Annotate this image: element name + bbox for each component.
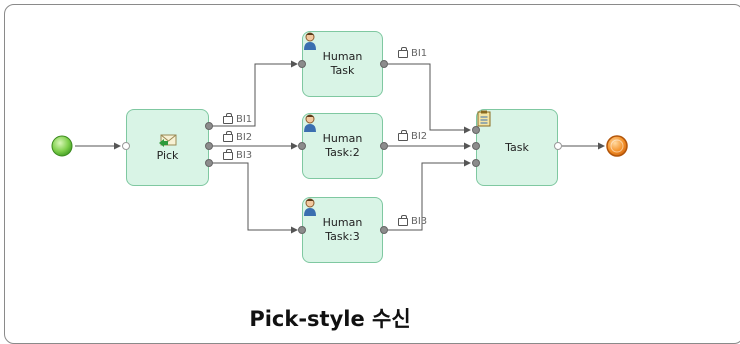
edge-label-text: BI2 xyxy=(236,132,253,143)
edge-label-ht3-bi3: BI3 xyxy=(398,214,428,227)
briefcase-icon xyxy=(398,46,408,58)
briefcase-icon xyxy=(223,130,233,142)
start-event[interactable] xyxy=(51,135,73,157)
diagram-caption: Pick-style 수신 xyxy=(249,307,411,331)
person-icon xyxy=(304,198,316,216)
clipboard-icon xyxy=(477,110,491,127)
edge-pick-ht1[interactable] xyxy=(212,60,298,127)
task-node-label: Task xyxy=(505,140,529,154)
end-event[interactable] xyxy=(606,135,628,157)
edge-ht1-task[interactable] xyxy=(386,63,471,134)
person-icon xyxy=(304,114,316,132)
human-task-2-out-port[interactable] xyxy=(380,142,388,150)
briefcase-icon xyxy=(398,214,408,226)
task-in-port-3[interactable] xyxy=(472,159,480,167)
task-in-port-2[interactable] xyxy=(472,142,480,150)
human-task-3-label: Human Task:3 xyxy=(322,216,363,243)
edge-label-text: BI1 xyxy=(411,48,428,59)
human-task-1-node[interactable]: Human Task xyxy=(302,31,383,97)
task-in-port-1[interactable] xyxy=(472,126,480,134)
human-task-2-node[interactable]: Human Task:2 xyxy=(302,113,383,179)
person-icon xyxy=(304,32,316,50)
human-task-1-in-port[interactable] xyxy=(298,60,306,68)
edge-label-text: BI2 xyxy=(411,131,428,142)
human-task-3-out-port[interactable] xyxy=(380,226,388,234)
edge-label-text: BI3 xyxy=(236,150,253,161)
briefcase-icon xyxy=(398,129,408,141)
edge-ht3-task[interactable] xyxy=(386,159,471,231)
pick-envelope-icon xyxy=(158,134,176,147)
edge-label-pick-bi1: BI1 xyxy=(223,112,253,125)
task-out-port[interactable] xyxy=(554,142,562,150)
pick-node-label: Pick xyxy=(156,148,179,162)
edge-label-ht1-bi1: BI1 xyxy=(398,46,428,59)
human-task-2-in-port[interactable] xyxy=(298,142,306,150)
pick-out-port-1[interactable] xyxy=(205,122,213,130)
edge-pick-ht3[interactable] xyxy=(212,162,298,234)
human-task-2-label: Human Task:2 xyxy=(322,132,363,159)
edge-label-ht2-bi2: BI2 xyxy=(398,129,428,142)
pick-out-port-2[interactable] xyxy=(205,142,213,150)
end-event-inner xyxy=(610,139,624,153)
pick-out-port-3[interactable] xyxy=(205,159,213,167)
pick-in-port[interactable] xyxy=(122,142,130,150)
pick-node[interactable]: Pick xyxy=(126,109,209,186)
briefcase-icon xyxy=(223,112,233,124)
human-task-1-out-port[interactable] xyxy=(380,60,388,68)
edge-label-text: BI1 xyxy=(236,114,253,125)
edge-label-pick-bi3: BI3 xyxy=(223,148,253,161)
edge-label-text: BI3 xyxy=(411,216,428,227)
connections-layer xyxy=(51,60,628,234)
human-task-3-in-port[interactable] xyxy=(298,226,306,234)
human-task-1-label: Human Task xyxy=(322,50,363,77)
human-task-3-node[interactable]: Human Task:3 xyxy=(302,197,383,263)
briefcase-icon xyxy=(223,148,233,160)
task-node[interactable]: Task xyxy=(476,109,558,186)
diagram-canvas: Pick Human Task Human Task:2 Human Task:… xyxy=(4,4,740,344)
edge-label-pick-bi2: BI2 xyxy=(223,130,253,143)
